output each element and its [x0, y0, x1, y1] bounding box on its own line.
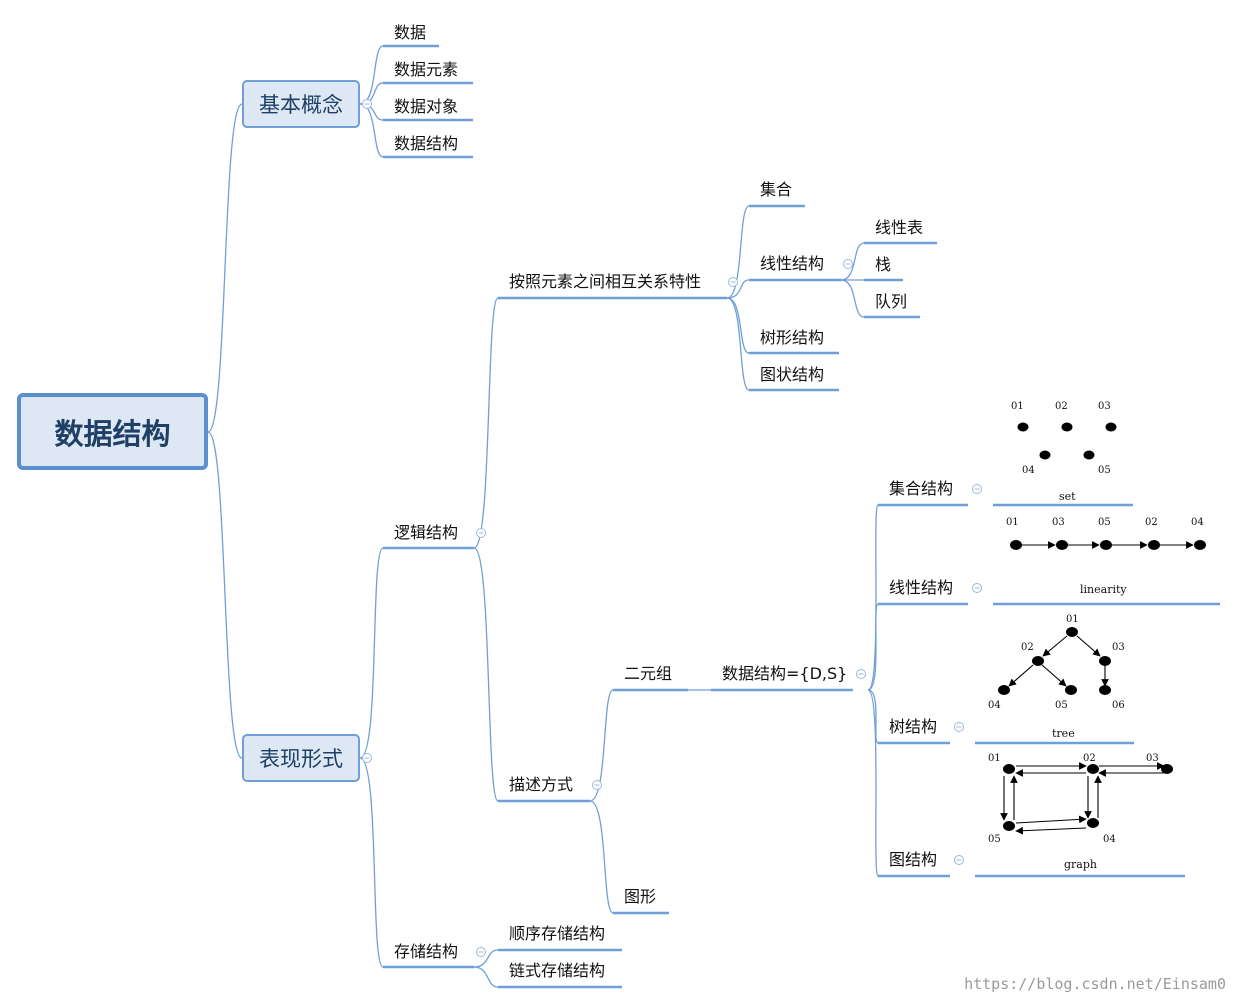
graph-node-label: 04 — [1103, 834, 1116, 845]
graph-figure: 01 02 03 05 04 — [988, 753, 1173, 845]
root-node[interactable]: 数据结构 — [17, 393, 208, 470]
tree-node-label: 06 — [1112, 700, 1125, 711]
node-graph-structure[interactable]: 图状结构 — [760, 365, 825, 384]
set-node-label: 04 — [1022, 465, 1035, 476]
linearity-figure: 01 03 05 02 04 — [1006, 517, 1206, 550]
tree-node-label: 04 — [988, 700, 1001, 711]
node-data[interactable]: 数据 — [394, 23, 427, 42]
node-graph[interactable]: 图结构 — [889, 850, 938, 869]
node-description[interactable]: 描述方式 — [509, 775, 574, 794]
linearity-node-label: 03 — [1052, 517, 1065, 528]
node-data-object[interactable]: 数据对象 — [394, 97, 459, 116]
tree-figure: 01 02 03 04 05 06 — [988, 614, 1125, 711]
node-stack[interactable]: 栈 — [875, 255, 892, 274]
set-node-label: 05 — [1098, 465, 1111, 476]
node-sequential-storage[interactable]: 顺序存储结构 — [509, 924, 606, 943]
set-node-label: 03 — [1098, 401, 1111, 412]
node-queue[interactable]: 队列 — [875, 292, 908, 311]
node-tree-structure[interactable]: 树形结构 — [760, 328, 825, 347]
graph-node-label: 02 — [1083, 753, 1096, 764]
set-figure: 01 02 03 04 05 — [1011, 401, 1117, 476]
tree-caption: tree — [1052, 727, 1075, 740]
node-figure[interactable]: 图形 — [624, 887, 657, 906]
node-data-structure[interactable]: 数据结构 — [394, 134, 459, 153]
linearity-node-label: 04 — [1191, 517, 1204, 528]
node-representation[interactable]: 表现形式 — [242, 734, 360, 782]
node-set-structure[interactable]: 集合结构 — [889, 479, 954, 498]
node-storage-structure[interactable]: 存储结构 — [394, 942, 459, 961]
node-set[interactable]: 集合 — [760, 180, 793, 199]
linearity-node-label: 02 — [1145, 517, 1158, 528]
tree-node-label: 01 — [1066, 614, 1079, 625]
tree-node-label: 05 — [1055, 700, 1068, 711]
node-linked-storage[interactable]: 链式存储结构 — [509, 961, 606, 980]
node-tuple[interactable]: 二元组 — [624, 664, 673, 683]
graph-node-label: 01 — [988, 753, 1001, 764]
node-formula[interactable]: 数据结构={D,S} — [722, 664, 848, 683]
graph-node-label: 03 — [1146, 753, 1159, 764]
linearity-node-label: 05 — [1098, 517, 1111, 528]
graph-caption: graph — [1064, 858, 1097, 871]
node-linear-structure[interactable]: 线性结构 — [760, 254, 825, 273]
set-node-label: 01 — [1011, 401, 1024, 412]
graph-node-label: 05 — [988, 834, 1001, 845]
set-caption: set — [1059, 490, 1076, 503]
linearity-caption: linearity — [1080, 583, 1127, 596]
node-logical-structure[interactable]: 逻辑结构 — [394, 523, 459, 542]
node-basic-concepts[interactable]: 基本概念 — [242, 80, 360, 128]
watermark: https://blog.csdn.net/Einsam0 — [964, 975, 1226, 993]
tree-node-label: 03 — [1112, 642, 1125, 653]
node-linear-list[interactable]: 线性表 — [875, 218, 924, 237]
tree-node-label: 02 — [1021, 642, 1034, 653]
node-by-relation[interactable]: 按照元素之间相互关系特性 — [509, 272, 702, 291]
node-linear-structure-2[interactable]: 线性结构 — [889, 578, 954, 597]
node-tree[interactable]: 树结构 — [889, 717, 938, 736]
node-data-element[interactable]: 数据元素 — [394, 60, 459, 79]
set-node-label: 02 — [1055, 401, 1068, 412]
linearity-node-label: 01 — [1006, 517, 1019, 528]
